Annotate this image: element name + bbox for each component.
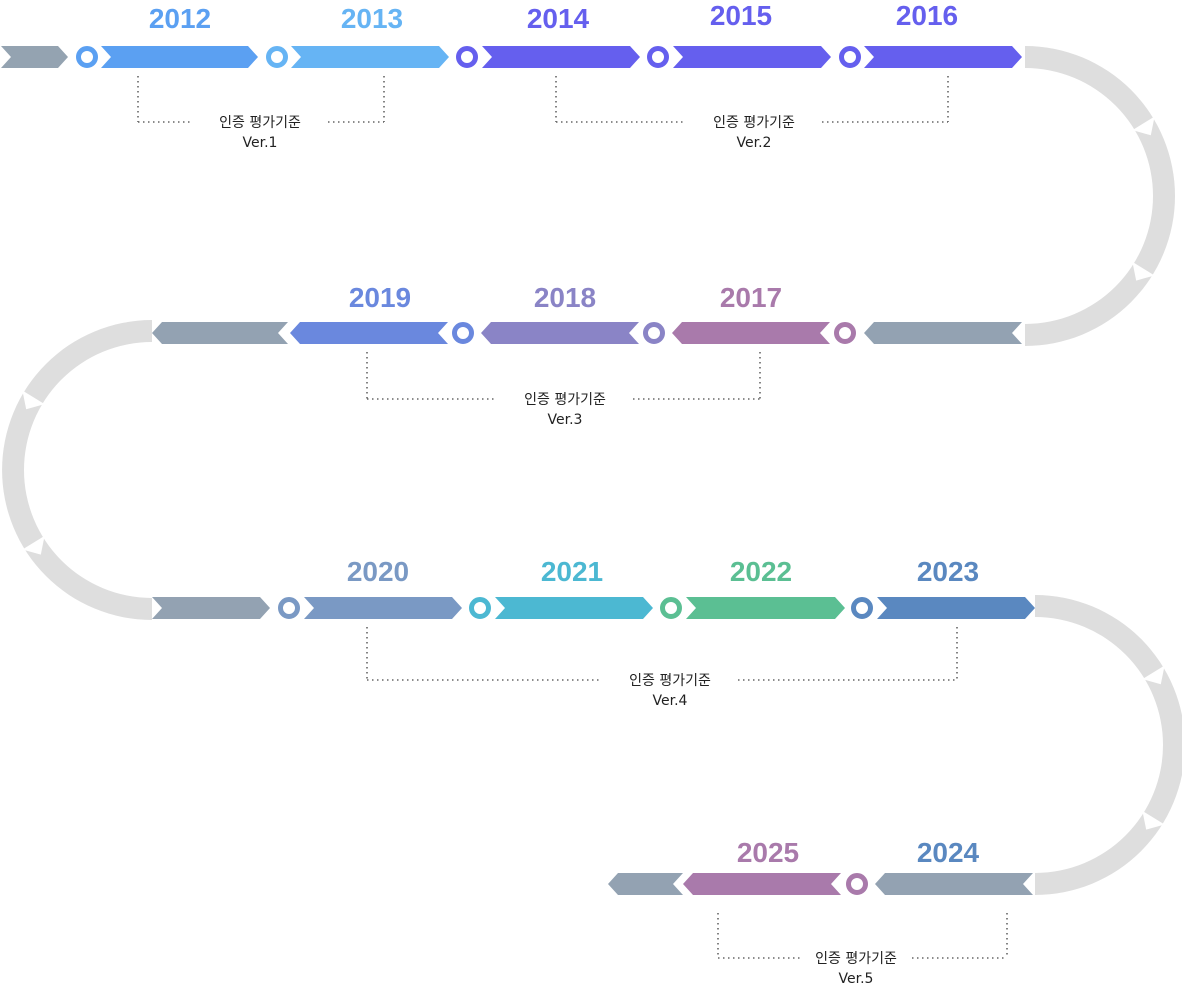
node-2023	[851, 597, 873, 619]
year-label-2020: 2020	[347, 556, 409, 587]
arrow-2022	[686, 597, 845, 619]
node-2025	[846, 873, 868, 895]
arrow-2016	[864, 46, 1022, 68]
version-title: 인증 평가기준	[713, 115, 795, 131]
curve-notch	[22, 390, 45, 410]
year-label-2023: 2023	[917, 556, 979, 587]
version-title: 인증 평가기준	[219, 115, 301, 131]
arrow-2025	[683, 873, 841, 895]
node-2013	[266, 46, 288, 68]
timeline-nodes	[76, 46, 873, 895]
arrow-2015	[673, 46, 831, 68]
arrow-2021	[495, 597, 653, 619]
year-label-2019: 2019	[349, 282, 411, 313]
year-label-2017: 2017	[720, 282, 782, 313]
year-label-2012: 2012	[149, 3, 211, 34]
curve-notch	[1142, 665, 1165, 685]
connector-curves	[2, 46, 1182, 895]
node-2018	[643, 322, 665, 344]
node-2014	[456, 46, 478, 68]
year-label-2025: 2025	[737, 837, 799, 868]
node-2021	[469, 597, 491, 619]
arrow-2024	[875, 873, 1033, 895]
node-2017	[834, 322, 856, 344]
arrow-row2-out	[152, 322, 288, 344]
arrow-2020	[304, 597, 462, 619]
arrow-start	[1, 46, 68, 68]
node-2016	[839, 46, 861, 68]
year-label-2024: 2024	[917, 837, 980, 868]
curve-notch	[22, 535, 45, 555]
arrow-2019	[290, 322, 448, 344]
arrow-row3-in	[152, 597, 270, 619]
version-title: 인증 평가기준	[629, 673, 711, 689]
arrow-2017	[672, 322, 830, 344]
version-number: Ver.5	[839, 971, 874, 986]
node-2015	[647, 46, 669, 68]
curve-notch	[1132, 116, 1155, 136]
version-title: 인증 평가기준	[815, 951, 897, 967]
arrow-2014	[482, 46, 640, 68]
version-number: Ver.4	[653, 693, 688, 709]
curve-notch	[1132, 261, 1155, 281]
timeline-arrows	[1, 46, 1035, 895]
year-label-2013: 2013	[341, 3, 403, 34]
curve-connector-right	[1035, 595, 1182, 895]
year-label-2018: 2018	[534, 282, 596, 313]
curve-connector-right	[1025, 46, 1175, 346]
version-number: Ver.3	[548, 412, 583, 428]
curve-notch	[1142, 810, 1165, 830]
arrow-row2-in	[864, 322, 1022, 344]
node-2020	[278, 597, 300, 619]
version-number: Ver.1	[243, 135, 278, 151]
node-2022	[660, 597, 682, 619]
version-number: Ver.2	[737, 135, 772, 151]
node-2012	[76, 46, 98, 68]
curve-connector-left	[2, 320, 152, 620]
arrow-end	[608, 873, 683, 895]
node-2019	[452, 322, 474, 344]
year-label-2015: 2015	[710, 0, 772, 31]
year-label-2021: 2021	[541, 556, 603, 587]
version-brackets	[137, 76, 1008, 959]
arrow-2013	[291, 46, 449, 68]
timeline-text: 2012 2013 2014 2015 2016 인증 평가기준 Ver.1 인증 평가기준 V…	[149, 0, 980, 986]
arrow-2018	[481, 322, 639, 344]
arrow-2012	[101, 46, 258, 68]
year-label-2022: 2022	[730, 556, 792, 587]
year-label-2014: 2014	[527, 3, 590, 34]
arrow-2023	[877, 597, 1035, 619]
year-label-2016: 2016	[896, 0, 958, 31]
version-title: 인증 평가기준	[524, 392, 606, 408]
